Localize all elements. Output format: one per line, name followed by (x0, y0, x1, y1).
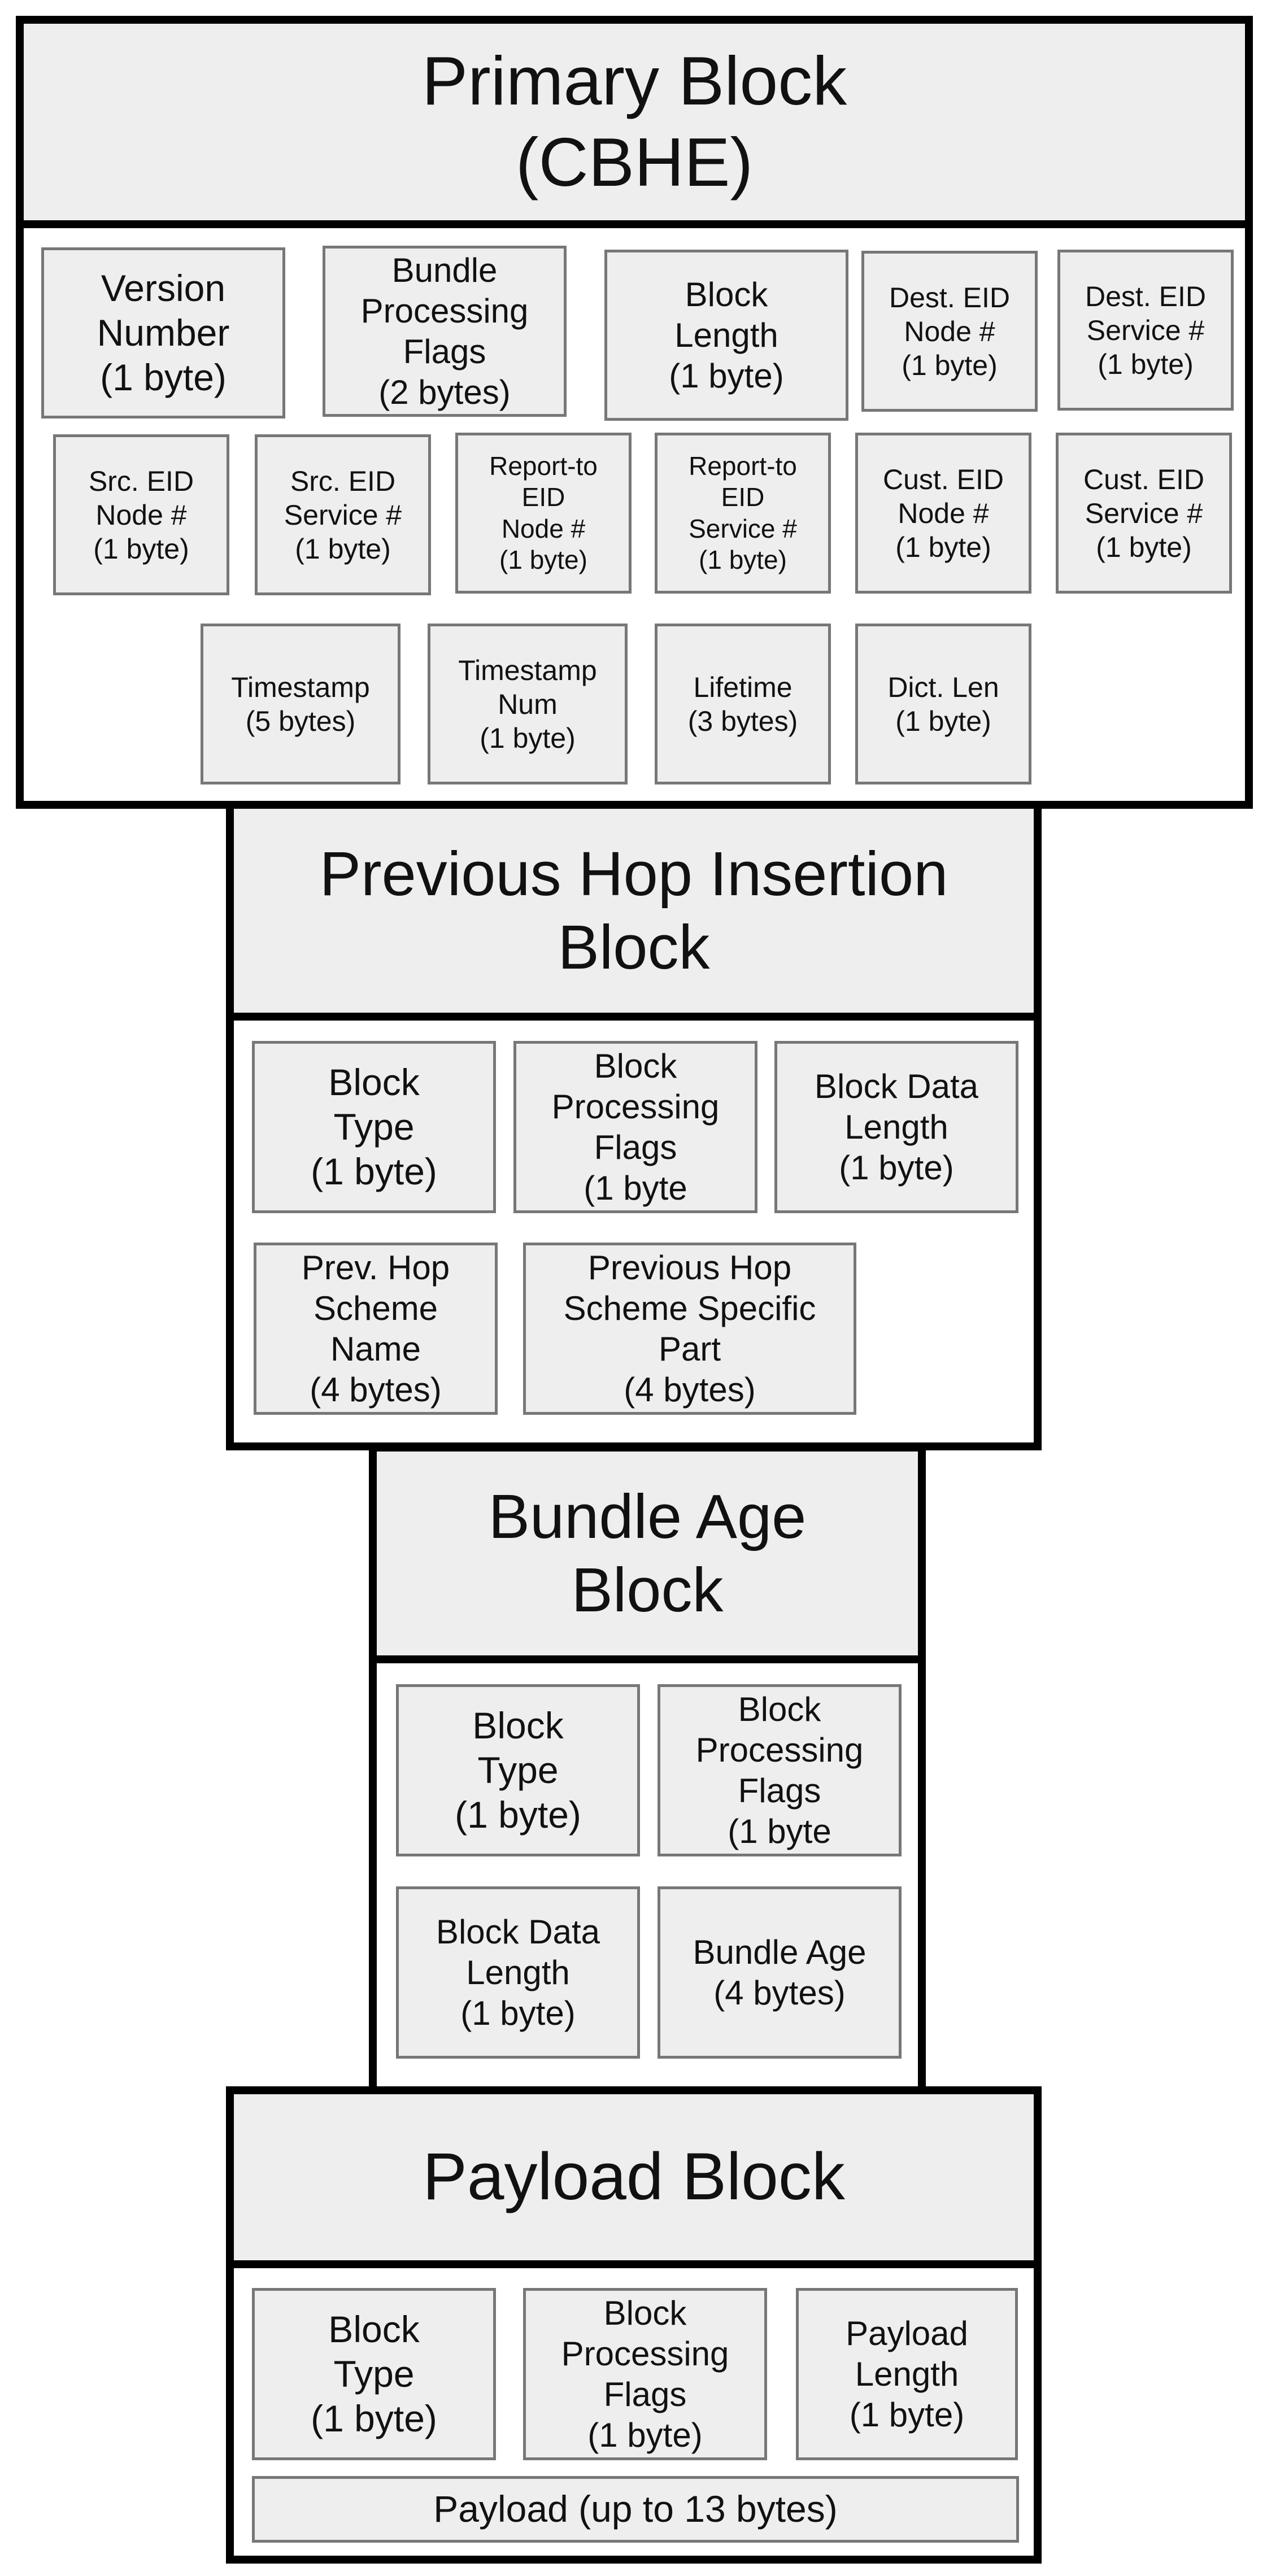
previous-hop-block-header: Previous Hop Insertion Block (234, 809, 1034, 1021)
field-cust-eid-node: Cust. EID Node # (1 byte) (855, 433, 1031, 594)
field-payload-length: Payload Length (1 byte) (796, 2288, 1018, 2460)
field-prev-hop-scheme-name: Prev. Hop Scheme Name (4 bytes) (254, 1243, 498, 1415)
payload-block: Payload Block Block Type (1 byte) Block … (226, 2086, 1042, 2564)
primary-block-header: Primary Block (CBHE) (24, 24, 1245, 228)
field-previous-hop-scheme-specific-part: Previous Hop Scheme Specific Part (4 byt… (523, 1243, 856, 1415)
bundle-age-block-title-line-2: Block (571, 1555, 724, 1625)
field-src-eid-service: Src. EID Service # (1 byte) (255, 434, 431, 595)
primary-block: Primary Block (CBHE) Version Number (1 b… (16, 16, 1253, 809)
bundle-age-block-header: Bundle Age Block (377, 1452, 918, 1663)
field-block-processing-flags: Block Processing Flags (1 byte (513, 1041, 757, 1213)
primary-block-title-line-2: (CBHE) (515, 124, 754, 200)
field-version-number: Version Number (1 byte) (41, 247, 285, 419)
bundle-age-block: Bundle Age Block Block Type (1 byte) Blo… (369, 1444, 926, 2101)
field-timestamp-num: Timestamp Num (1 byte) (428, 624, 628, 784)
field-report-to-eid-service: Report-to EID Service # (1 byte) (655, 433, 831, 594)
field-timestamp: Timestamp (5 bytes) (201, 624, 400, 784)
field-block-length: Block Length (1 byte) (604, 250, 848, 421)
payload-block-header: Payload Block (234, 2094, 1034, 2268)
field-block-data-length: Block Data Length (1 byte) (396, 1886, 640, 2059)
field-dest-eid-service: Dest. EID Service # (1 byte) (1057, 250, 1234, 411)
previous-hop-block-title-line-2: Block (558, 912, 710, 982)
field-cust-eid-service: Cust. EID Service # (1 byte) (1056, 433, 1232, 594)
field-src-eid-node: Src. EID Node # (1 byte) (53, 434, 229, 595)
field-dict-len: Dict. Len (1 byte) (855, 624, 1031, 784)
previous-hop-block-title-line-1: Previous Hop Insertion (319, 839, 948, 909)
field-bundle-age: Bundle Age (4 bytes) (658, 1886, 902, 2059)
bundle-age-block-title-line-1: Bundle Age (488, 1481, 807, 1551)
previous-hop-insertion-block: Previous Hop Insertion Block Block Type … (226, 801, 1042, 1450)
field-block-processing-flags: Block Processing Flags (1 byte) (523, 2288, 767, 2460)
field-lifetime: Lifetime (3 bytes) (655, 624, 831, 784)
field-block-processing-flags: Block Processing Flags (1 byte (658, 1684, 902, 1856)
field-dest-eid-node: Dest. EID Node # (1 byte) (861, 251, 1038, 412)
field-block-type: Block Type (1 byte) (252, 1041, 496, 1213)
field-payload: Payload (up to 13 bytes) (252, 2476, 1019, 2543)
field-block-data-length: Block Data Length (1 byte) (774, 1041, 1018, 1213)
field-block-type: Block Type (1 byte) (252, 2288, 496, 2460)
field-bundle-processing-flags: Bundle Processing Flags (2 bytes) (323, 246, 567, 417)
primary-block-title-line-1: Primary Block (421, 42, 847, 120)
field-report-to-eid-node: Report-to EID Node # (1 byte) (455, 433, 632, 594)
payload-block-title: Payload Block (423, 2139, 845, 2215)
field-block-type: Block Type (1 byte) (396, 1684, 640, 1856)
